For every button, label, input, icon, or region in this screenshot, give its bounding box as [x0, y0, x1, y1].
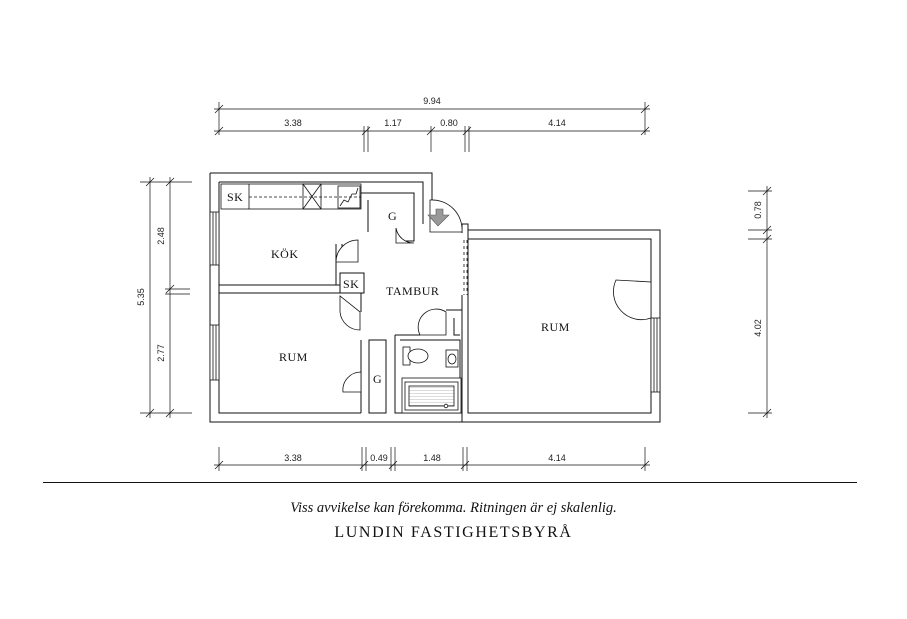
kitchen-counter — [220, 183, 362, 210]
sliding-door — [463, 240, 468, 295]
dimension-lines — [140, 102, 772, 471]
room-label-tambur: TAMBUR — [386, 284, 439, 298]
room-label-sk-mid: SK — [343, 277, 359, 291]
dim-left-1: 2.48 — [156, 227, 166, 245]
divider-line — [43, 482, 857, 483]
dim-top-4: 4.14 — [548, 118, 566, 128]
windows — [209, 211, 661, 393]
dim-bottom-2: 0.49 — [370, 453, 388, 463]
dim-bottom-4: 4.14 — [548, 453, 566, 463]
dim-bottom-3: 1.48 — [423, 453, 441, 463]
dimension-labels: 9.94 3.38 1.17 0.80 4.14 3.38 0.49 1.48 … — [136, 96, 763, 463]
bathroom-fixtures — [401, 346, 462, 414]
dim-right-2: 4.02 — [753, 319, 763, 337]
room-label-rum-right: RUM — [541, 320, 570, 334]
room-label-kok: KÖK — [271, 247, 299, 261]
company-name: LUNDIN FASTIGHETSBYRÅ — [334, 524, 573, 541]
room-label-g-bottom: G — [373, 372, 382, 386]
dim-top-1: 3.38 — [284, 118, 302, 128]
doors — [335, 199, 652, 393]
room-label-sk-top: SK — [227, 190, 243, 204]
entrance-arrow-icon — [427, 208, 450, 227]
room-label-g-top: G — [388, 209, 397, 223]
dim-left-total: 5.35 — [136, 288, 146, 306]
room-label-rum-left: RUM — [279, 350, 308, 364]
dim-top-total: 9.94 — [423, 96, 441, 106]
disclaimer-text: Viss avvikelse kan förekomma. Ritningen … — [290, 500, 617, 516]
dim-left-2: 2.77 — [156, 344, 166, 362]
room-labels: SK KÖK G SK TAMBUR RUM G RUM — [227, 190, 570, 386]
dim-right-1: 0.78 — [753, 201, 763, 219]
dim-top-2: 1.17 — [384, 118, 402, 128]
dim-bottom-1: 3.38 — [284, 453, 302, 463]
dim-top-3: 0.80 — [440, 118, 458, 128]
